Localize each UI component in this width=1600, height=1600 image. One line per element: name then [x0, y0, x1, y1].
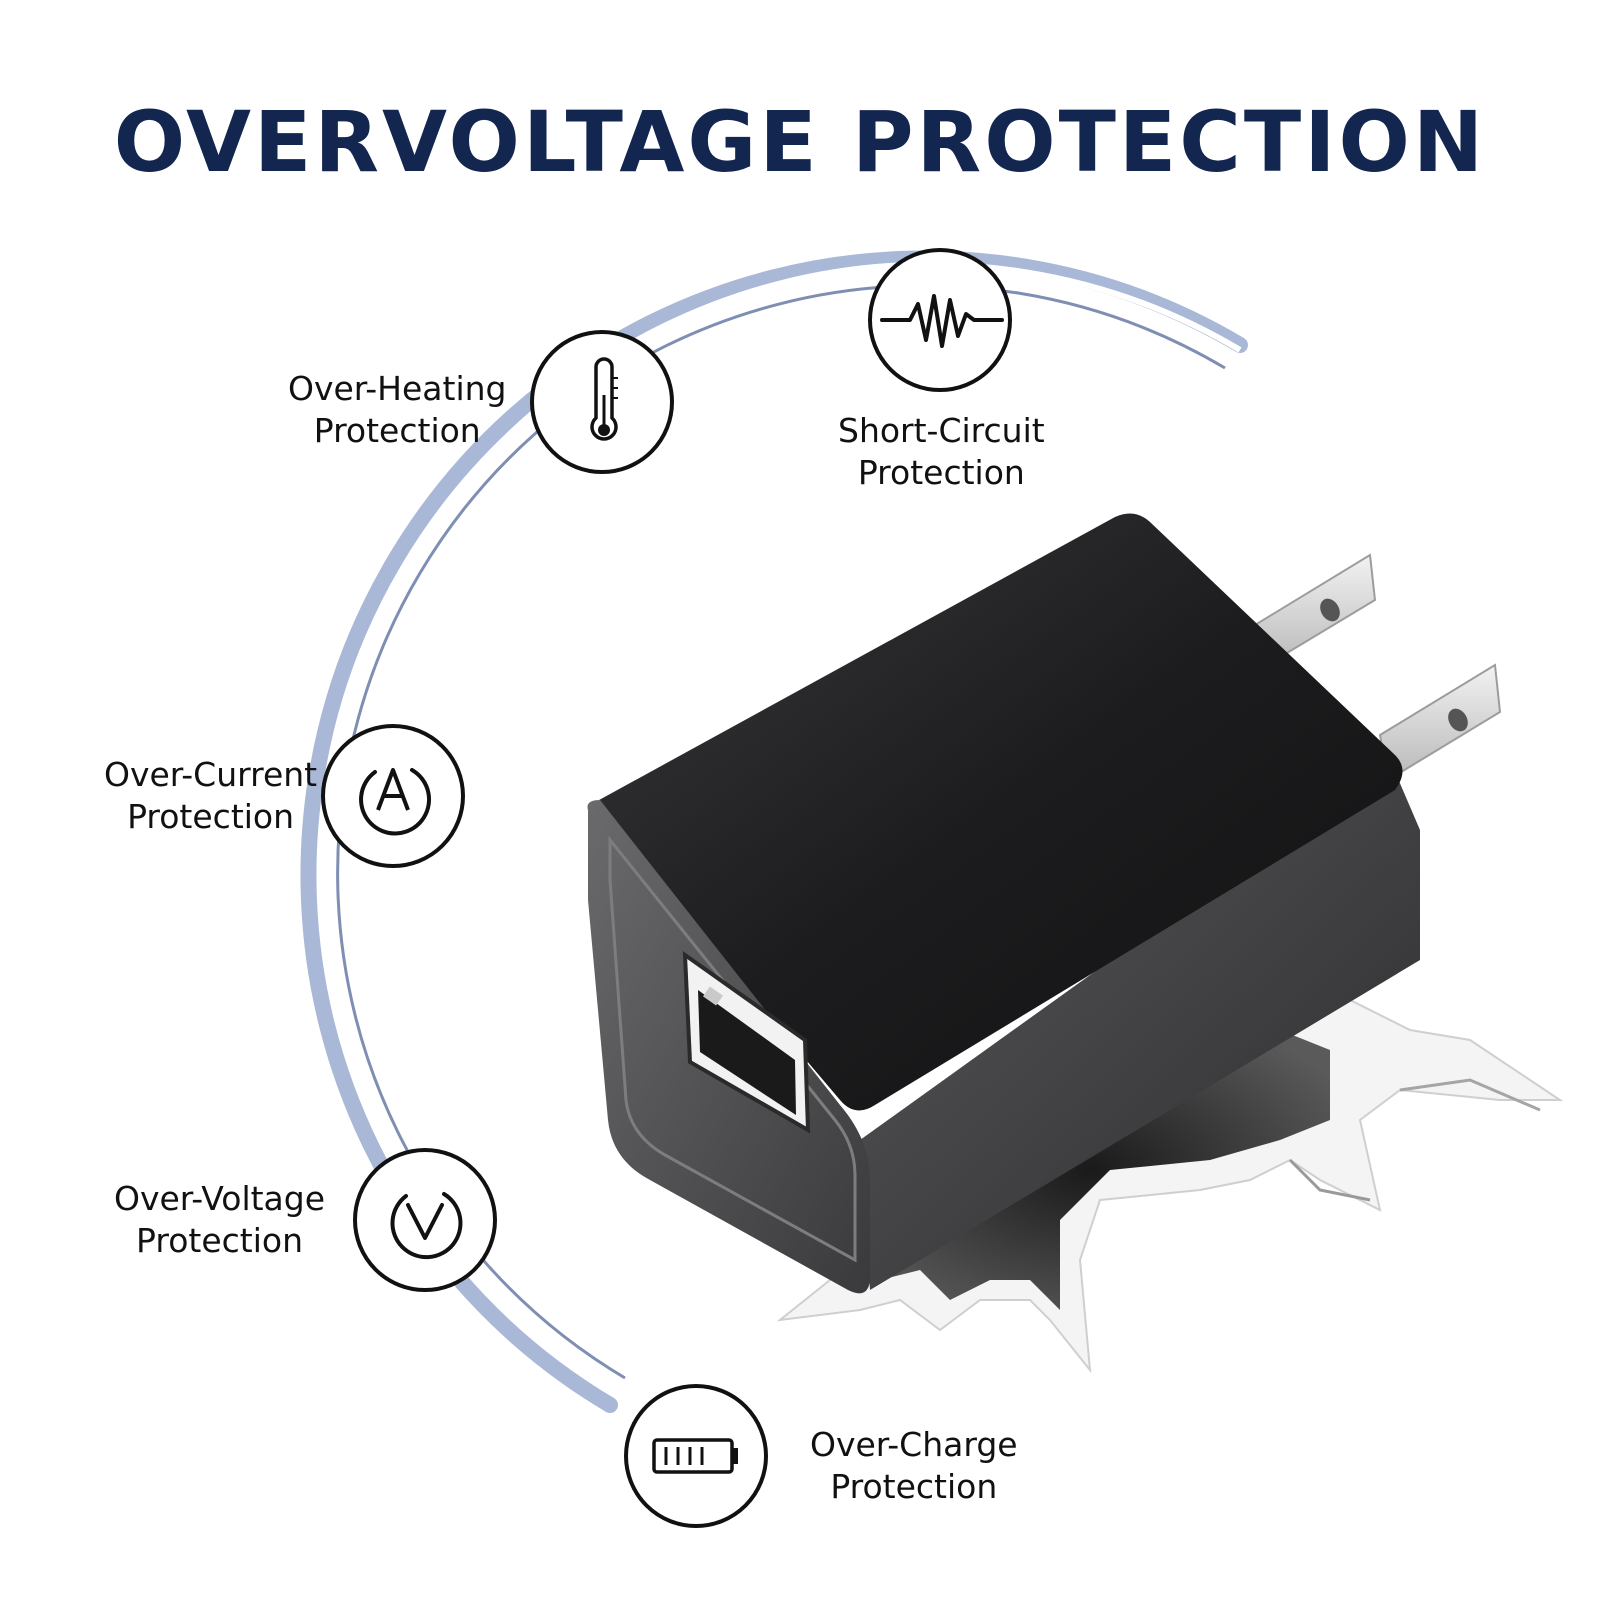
- feature-label-line: Protection: [857, 453, 1025, 492]
- ampere-icon: [321, 724, 465, 868]
- feature-label-line: Protection: [127, 797, 295, 836]
- page-title: OVERVOLTAGE PROTECTION: [113, 93, 1487, 191]
- feature-label-line: Over-Voltage: [114, 1179, 326, 1218]
- battery-icon: [624, 1384, 768, 1528]
- feature-label-over-voltage: Over-Voltage Protection: [114, 1178, 325, 1262]
- feature-label-line: Protection: [830, 1467, 998, 1506]
- feature-label-over-heating: Over-Heating Protection: [288, 368, 506, 452]
- feature-label-line: Over-Heating: [288, 369, 507, 408]
- feature-label-short-circuit: Short-Circuit Protection: [838, 410, 1045, 494]
- feature-label-over-current: Over-Current Protection: [104, 754, 317, 838]
- usb-wall-charger: [587, 513, 1502, 1294]
- feature-label-line: Short-Circuit: [838, 411, 1045, 450]
- voltage-icon: [353, 1148, 497, 1292]
- waveform-icon: [868, 248, 1012, 392]
- feature-label-line: Over-Charge: [810, 1425, 1018, 1464]
- usb-port: [682, 950, 811, 1134]
- thermometer-icon: [530, 330, 674, 474]
- feature-label-over-charge: Over-Charge Protection: [810, 1424, 1018, 1508]
- feature-label-line: Over-Current: [104, 755, 318, 794]
- feature-label-line: Protection: [313, 411, 481, 450]
- wall-crack: [776, 988, 1564, 1374]
- feature-label-line: Protection: [136, 1221, 303, 1260]
